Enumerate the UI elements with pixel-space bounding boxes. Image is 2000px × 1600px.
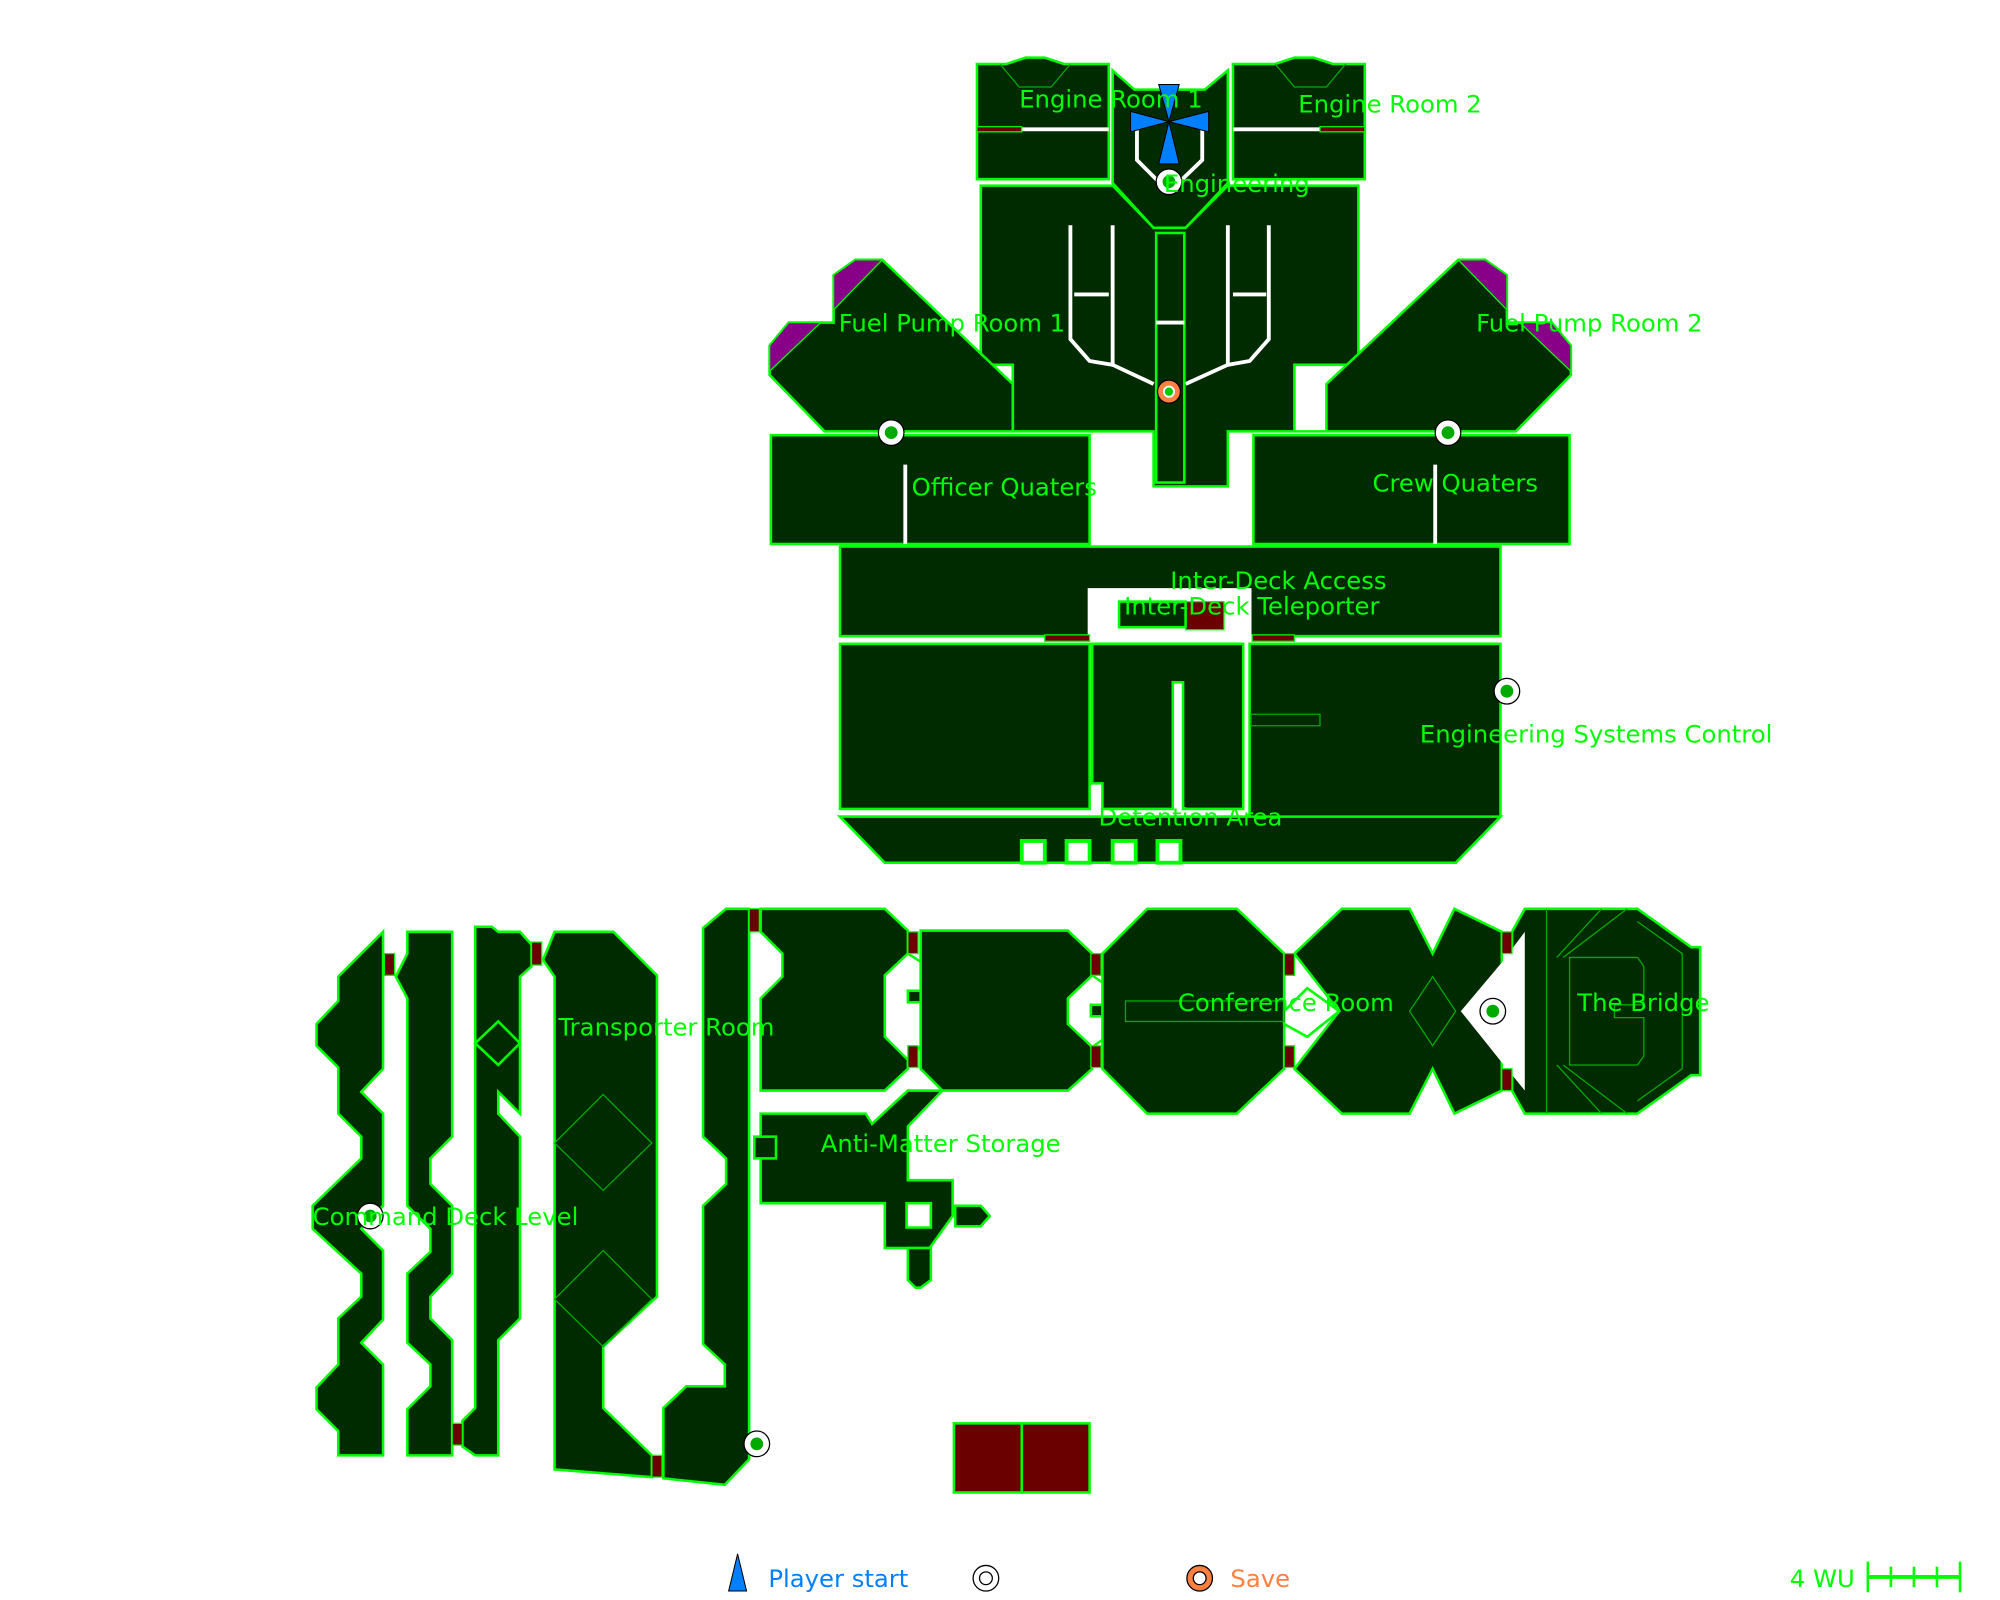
label-crew-quarters: Crew Quaters xyxy=(1372,469,1538,498)
anti-matter-storage xyxy=(759,1089,954,1250)
label-officer-quarters: Officer Quaters xyxy=(912,472,1097,501)
label-engine-room-2: Engine Room 2 xyxy=(1298,90,1481,119)
save-legend-icon xyxy=(1186,1564,1214,1592)
label-engine-room-1: Engine Room 1 xyxy=(1019,85,1202,114)
label-fuel-pump-room-2: Fuel Pump Room 2 xyxy=(1476,309,1702,338)
crew-quarters xyxy=(1252,433,1571,546)
detention-cells xyxy=(1019,839,1183,865)
legend-player-start: Player start xyxy=(768,1564,908,1593)
label-inter-deck-access: Inter-Deck Access xyxy=(1170,566,1386,595)
label-command-deck-level: Command Deck Level xyxy=(313,1202,579,1231)
legend: Player start Save 4 WU xyxy=(727,1553,1962,1593)
conference-room xyxy=(1101,907,1286,1115)
lower-deck xyxy=(311,907,1702,1494)
label-conference-room: Conference Room xyxy=(1178,988,1394,1017)
engine-room-2 xyxy=(1231,56,1367,181)
legend-save: Save xyxy=(1230,1564,1290,1593)
waypoint-legend-icon xyxy=(972,1564,1000,1592)
legend-scale-label: 4 WU xyxy=(1790,1564,1855,1593)
label-engineering: Engineering xyxy=(1164,169,1310,198)
player-start-legend-icon xyxy=(727,1553,748,1592)
label-fuel-pump-room-1: Fuel Pump Room 1 xyxy=(839,309,1065,338)
label-anti-matter-storage: Anti-Matter Storage xyxy=(821,1129,1061,1158)
label-inter-deck-teleporter: Inter-Deck Teleporter xyxy=(1124,591,1379,620)
label-engineering-systems-control: Engineering Systems Control xyxy=(1420,719,1773,748)
label-transporter-room: Transporter Room xyxy=(557,1013,774,1042)
inter-deck-teleporter[interactable] xyxy=(1184,600,1225,631)
fuel-pump-room-1 xyxy=(768,258,1015,433)
officer-quarters xyxy=(769,433,1091,546)
room-labels: Engine Room 1 Engine Room 2 Engineering … xyxy=(313,85,1773,1231)
transporter-room xyxy=(541,930,659,1479)
markers xyxy=(356,83,1521,1458)
fuel-pump-room-2 xyxy=(1325,258,1573,433)
label-the-bridge: The Bridge xyxy=(1576,988,1709,1017)
engine-room-1 xyxy=(975,56,1111,181)
command-deck-strip-1 xyxy=(311,928,385,1457)
label-detention-area: Detention Area xyxy=(1099,803,1283,832)
storage-crates xyxy=(952,1422,1091,1494)
save-point-icon[interactable] xyxy=(1156,379,1182,404)
scale-bar xyxy=(1866,1561,1962,1593)
player-start-icon xyxy=(1130,83,1210,165)
upper-deck xyxy=(768,56,1573,865)
doors xyxy=(383,908,1513,1478)
